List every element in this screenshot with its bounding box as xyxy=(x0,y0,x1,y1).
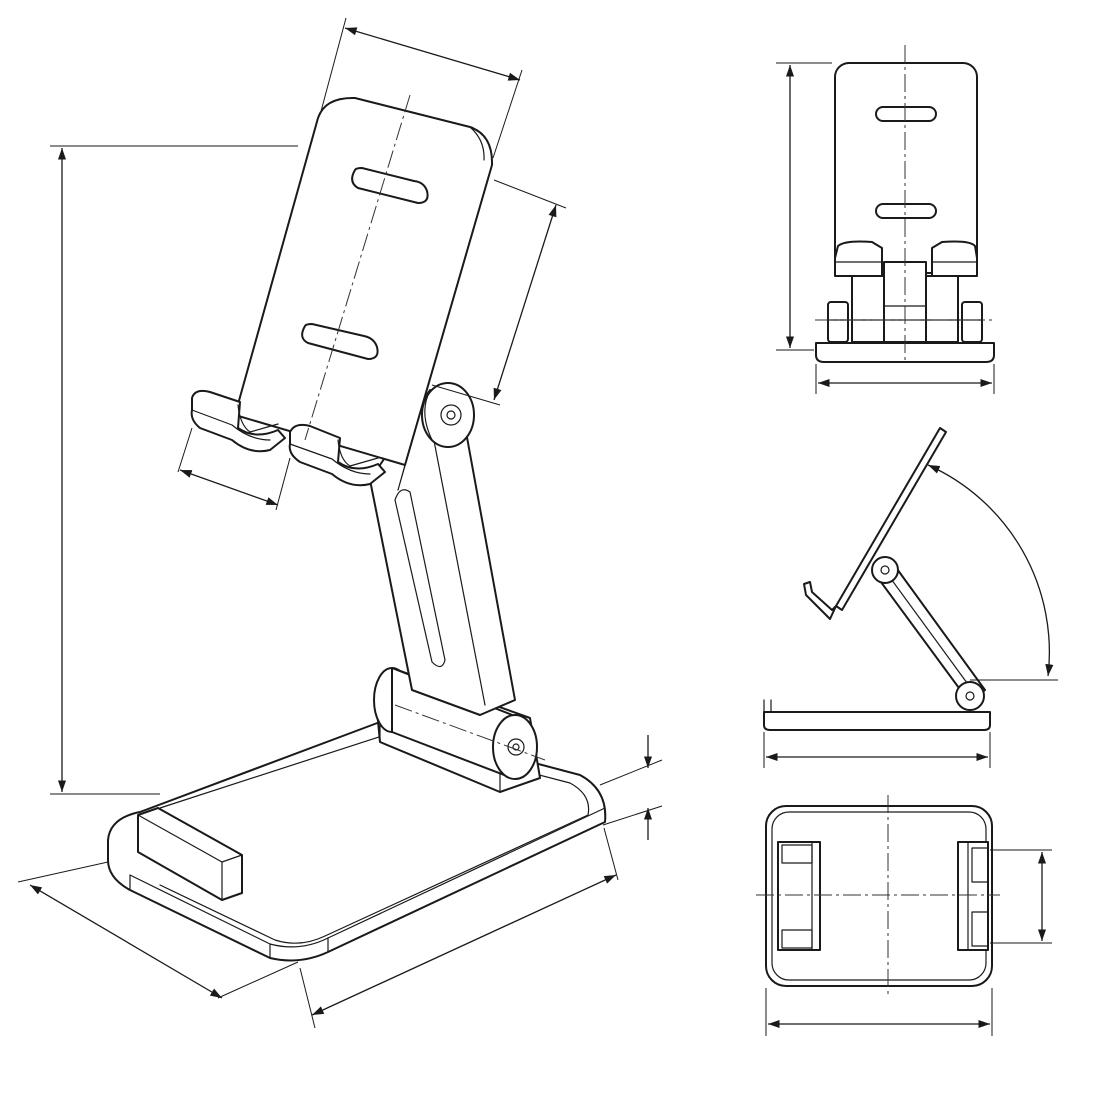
dimension-base-width xyxy=(311,874,617,1016)
dimension-hook-depth xyxy=(179,469,279,506)
phone-plate xyxy=(234,96,494,491)
base-hinge-block xyxy=(373,667,541,793)
dimension-plate-length xyxy=(493,204,557,401)
front-view xyxy=(776,45,995,394)
pivot-joint xyxy=(421,382,475,448)
top-view xyxy=(756,795,1052,1036)
isometric-view xyxy=(17,17,663,1029)
side-dimension-angle xyxy=(927,464,1054,677)
dimension-base-depth xyxy=(29,884,223,999)
dimension-plate-width xyxy=(344,27,521,81)
side-view xyxy=(763,427,1058,768)
phone-hooks xyxy=(190,389,386,487)
support-arm xyxy=(369,389,516,716)
